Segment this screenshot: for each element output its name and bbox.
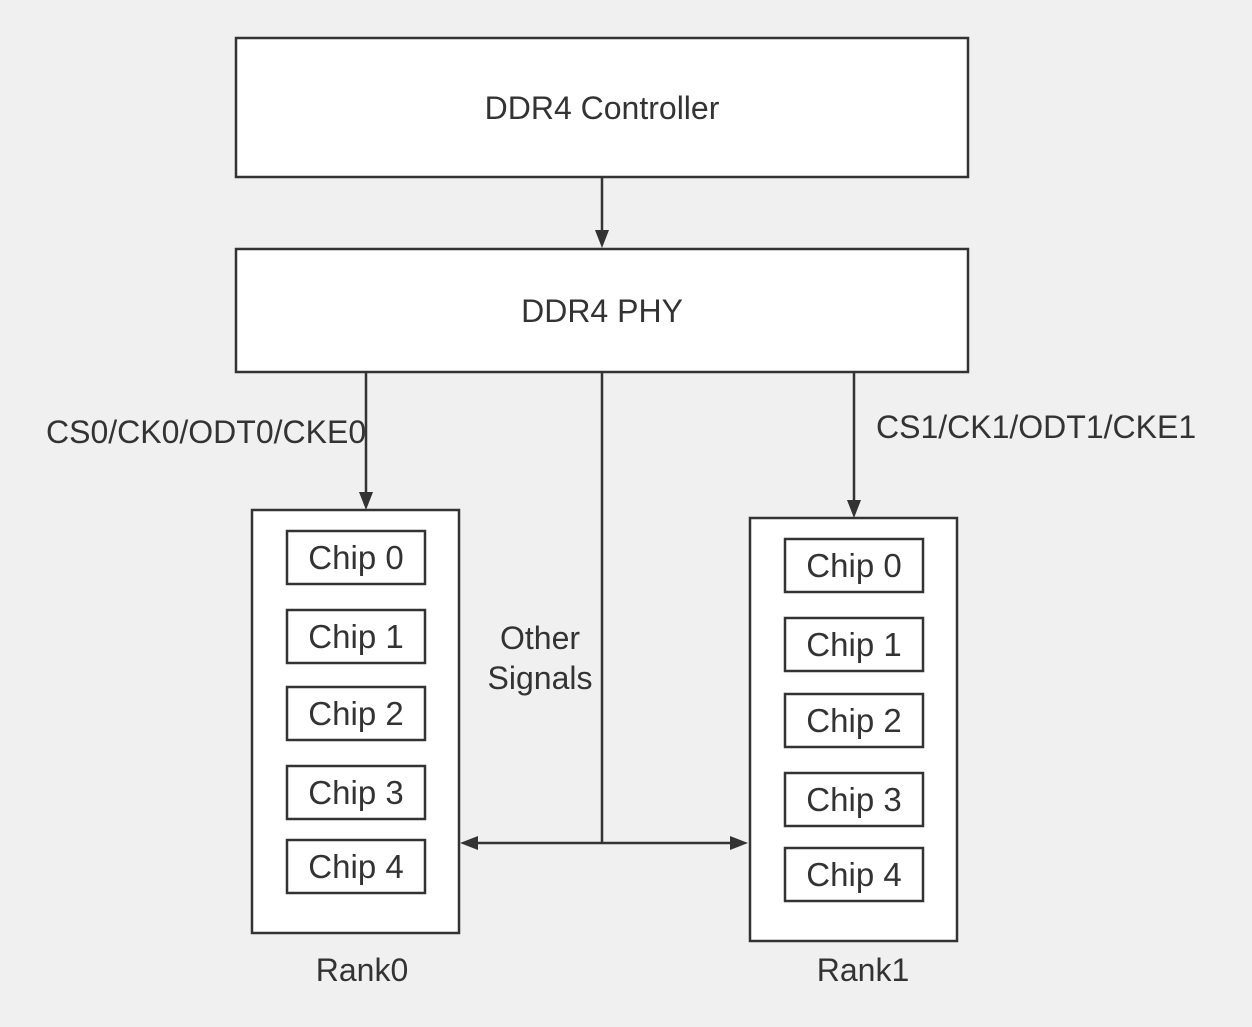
chip-label: Chip 2 bbox=[806, 702, 901, 739]
rank0-signal-arrow bbox=[359, 372, 373, 510]
chip-label: Chip 0 bbox=[806, 547, 901, 584]
rank1-signal-label: CS1/CK1/ODT1/CKE1 bbox=[876, 409, 1196, 445]
rank0-label: Rank0 bbox=[316, 952, 409, 988]
chip-label: Chip 2 bbox=[308, 695, 403, 732]
chip-label: Chip 4 bbox=[308, 848, 403, 885]
chip-box: Chip 2 bbox=[783, 692, 925, 749]
chip-label: Chip 3 bbox=[806, 781, 901, 818]
rank1-label: Rank1 bbox=[817, 952, 910, 988]
chip-box: Chip 0 bbox=[285, 529, 427, 586]
chip-label: Chip 1 bbox=[308, 618, 403, 655]
chip-box: Chip 2 bbox=[285, 685, 427, 742]
controller-to-phy-arrow bbox=[595, 177, 609, 248]
chip-box: Chip 1 bbox=[783, 616, 925, 673]
other-signals-label-line1: Other bbox=[500, 620, 580, 656]
rank0-module: Chip 0 Chip 1 Chip 2 Chip 3 Chip 4 bbox=[250, 508, 461, 935]
rank1-module: Chip 0 Chip 1 Chip 2 Chip 3 Chip 4 bbox=[748, 516, 959, 943]
phy-label: DDR4 PHY bbox=[521, 293, 683, 329]
chip-box: Chip 0 bbox=[783, 537, 925, 594]
rank1-signal-arrow bbox=[847, 372, 861, 518]
chip-box: Chip 3 bbox=[285, 764, 427, 821]
controller-block: DDR4 Controller bbox=[234, 36, 970, 179]
rank0-signal-label: CS0/CK0/ODT0/CKE0 bbox=[46, 414, 366, 450]
other-signals-bus bbox=[460, 372, 748, 850]
chip-box: Chip 4 bbox=[285, 838, 427, 895]
controller-label: DDR4 Controller bbox=[485, 90, 720, 126]
other-signals-label-line2: Signals bbox=[488, 660, 593, 696]
chip-label: Chip 4 bbox=[806, 856, 901, 893]
chip-label: Chip 3 bbox=[308, 774, 403, 811]
chip-label: Chip 1 bbox=[806, 626, 901, 663]
chip-label: Chip 0 bbox=[308, 539, 403, 576]
phy-block: DDR4 PHY bbox=[234, 247, 970, 374]
chip-box: Chip 4 bbox=[783, 846, 925, 903]
chip-box: Chip 3 bbox=[783, 771, 925, 828]
chip-box: Chip 1 bbox=[285, 608, 427, 665]
